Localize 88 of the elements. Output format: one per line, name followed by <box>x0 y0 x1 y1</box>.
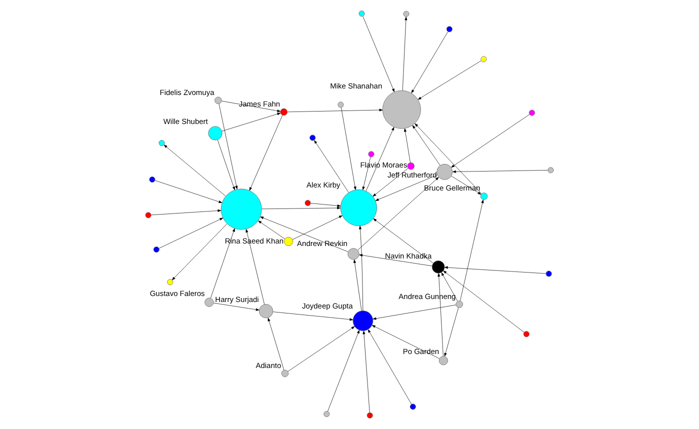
node-circle <box>456 300 463 308</box>
arrow <box>314 140 349 193</box>
arrow <box>359 254 432 266</box>
arrow <box>210 228 235 298</box>
arrow <box>441 272 458 302</box>
arrow <box>372 304 456 320</box>
node-circle <box>153 246 160 253</box>
arrow <box>438 273 444 356</box>
arrow <box>353 259 362 311</box>
node-circle <box>167 279 174 286</box>
arrow <box>362 16 395 92</box>
arrow <box>358 177 439 250</box>
arrow <box>268 318 284 370</box>
node-circle <box>528 110 535 116</box>
node-circle <box>338 102 344 108</box>
arrow <box>444 266 546 274</box>
arrow <box>358 226 364 311</box>
arrow <box>372 325 440 359</box>
arrow <box>287 108 383 112</box>
arrow <box>414 123 482 194</box>
arrow <box>452 170 548 173</box>
arrow <box>366 126 394 192</box>
arrow <box>260 216 348 252</box>
arrow <box>172 224 228 280</box>
arrow <box>217 140 235 190</box>
arrow <box>412 125 440 166</box>
node-circle <box>403 10 410 17</box>
node-circle <box>407 162 414 170</box>
node-circle <box>436 164 453 180</box>
arrow <box>402 16 408 91</box>
node-circle <box>304 200 311 206</box>
node-circle <box>358 10 365 17</box>
arrow <box>373 218 434 264</box>
node-circle <box>546 270 552 277</box>
arrow <box>411 31 448 94</box>
arrow <box>460 200 484 302</box>
node-circle <box>280 108 288 116</box>
arrow <box>404 128 410 163</box>
arrow <box>288 326 355 372</box>
arrow <box>328 330 360 412</box>
node-circle <box>145 212 152 218</box>
node-circle <box>324 411 330 418</box>
arrow <box>451 114 530 168</box>
arrow <box>218 104 238 190</box>
arrow <box>249 115 283 191</box>
arrow <box>164 144 226 196</box>
arrow <box>158 218 224 248</box>
arrow <box>375 174 438 201</box>
arrow <box>151 209 222 216</box>
node-circle <box>368 151 374 158</box>
arrow <box>443 270 524 332</box>
node-circle <box>259 304 274 318</box>
arrow <box>154 180 222 203</box>
node-circle <box>410 404 416 410</box>
arrow <box>222 112 281 132</box>
node-circle <box>438 356 448 366</box>
node-circle <box>446 26 452 32</box>
arrow <box>213 302 260 311</box>
node-circle <box>548 167 554 174</box>
arrow <box>310 203 341 208</box>
arrow <box>418 60 482 100</box>
arrow <box>362 330 370 413</box>
node-circle <box>366 412 373 418</box>
arrow <box>362 156 371 190</box>
arrow <box>292 215 342 240</box>
arrow <box>258 220 286 240</box>
node-circle <box>158 140 165 146</box>
arrow <box>246 228 265 305</box>
arrow <box>272 312 354 321</box>
node-circle <box>214 96 222 104</box>
node-circle <box>348 248 360 260</box>
node-circle <box>352 310 374 331</box>
node-circle <box>480 192 488 200</box>
arrow <box>262 206 341 210</box>
arrow <box>368 329 412 404</box>
node-circle <box>523 331 530 338</box>
node-circle <box>281 370 289 378</box>
arrow <box>372 168 408 197</box>
node-circle <box>284 236 294 246</box>
node-circle <box>432 260 445 274</box>
arrow <box>444 307 459 356</box>
arrow <box>222 100 281 112</box>
node-circle <box>208 126 222 140</box>
node-circle <box>480 56 487 62</box>
arrow <box>341 108 356 190</box>
node-circle <box>204 298 214 307</box>
node-circle <box>149 176 156 183</box>
node-circle <box>310 134 316 141</box>
